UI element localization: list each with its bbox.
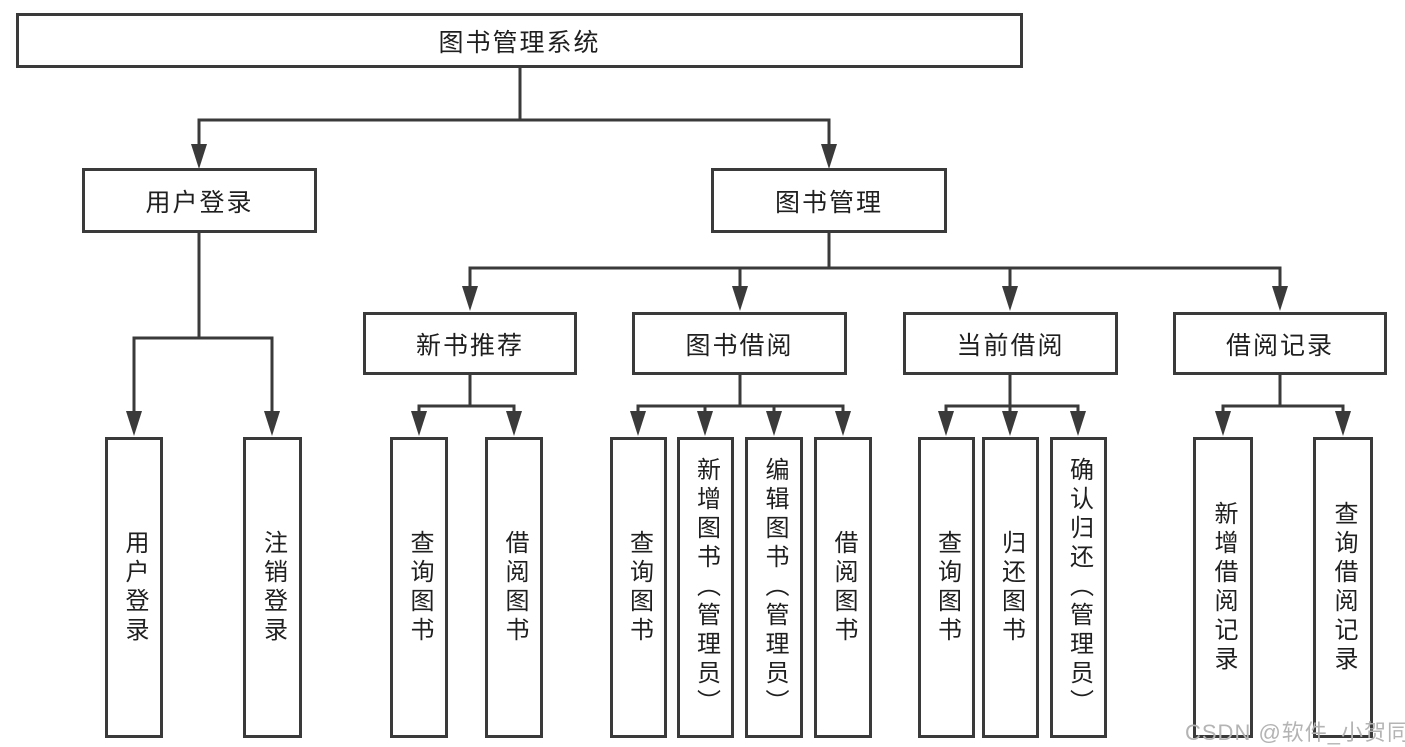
- leaf-add-books-admin: 新增图书（管理员）: [677, 437, 734, 738]
- leaf-query-borrow-record-label: 查询借阅记录: [1330, 500, 1357, 675]
- leaf-confirm-return-admin: 确认归还（管理员）: [1050, 437, 1107, 738]
- leaf-query-books-1: 查询图书: [390, 437, 448, 738]
- node-new-book-recommend: 新书推荐: [363, 312, 577, 375]
- leaf-user-login: 用户登录: [105, 437, 163, 738]
- leaf-user-login-label: 用户登录: [121, 529, 148, 646]
- node-book-borrow-label: 图书借阅: [685, 331, 794, 360]
- leaf-logout: 注销登录: [243, 437, 302, 738]
- leaf-add-borrow-record: 新增借阅记录: [1193, 437, 1253, 738]
- node-book-borrow: 图书借阅: [632, 312, 847, 375]
- leaf-query-books-3-label: 查询图书: [933, 529, 961, 646]
- node-root-system: 图书管理系统: [16, 13, 1023, 68]
- leaf-edit-books-admin-label: 编辑图书（管理员）: [761, 457, 788, 718]
- leaf-logout-label: 注销登录: [259, 529, 287, 646]
- node-current-borrow: 当前借阅: [903, 312, 1118, 375]
- node-borrow-records-label: 借阅记录: [1225, 331, 1334, 360]
- node-borrow-records: 借阅记录: [1173, 312, 1387, 375]
- leaf-borrow-books-2: 借阅图书: [814, 437, 872, 738]
- leaf-query-books-3: 查询图书: [918, 437, 975, 738]
- leaf-query-borrow-record: 查询借阅记录: [1313, 437, 1373, 738]
- node-user-login: 用户登录: [82, 168, 317, 233]
- node-user-login-label: 用户登录: [145, 188, 254, 217]
- leaf-query-books-1-label: 查询图书: [406, 529, 433, 646]
- leaf-confirm-return-admin-label: 确认归还（管理员）: [1065, 457, 1093, 718]
- node-new-book-recommend-label: 新书推荐: [415, 331, 524, 360]
- leaf-borrow-books-2-label: 借阅图书: [830, 529, 857, 646]
- leaf-borrow-books-1-label: 借阅图书: [501, 529, 528, 646]
- node-root-system-label: 图书管理系统: [438, 28, 601, 57]
- node-book-management-label: 图书管理: [774, 188, 883, 217]
- leaf-edit-books-admin: 编辑图书（管理员）: [745, 437, 803, 738]
- leaf-add-borrow-record-label: 新增借阅记录: [1210, 500, 1237, 675]
- leaf-return-books-label: 归还图书: [997, 529, 1025, 646]
- leaf-return-books: 归还图书: [982, 437, 1039, 738]
- leaf-query-books-2-label: 查询图书: [625, 529, 653, 646]
- leaf-borrow-books-1: 借阅图书: [485, 437, 543, 738]
- node-book-management: 图书管理: [711, 168, 947, 233]
- leaf-query-books-2: 查询图书: [610, 437, 667, 738]
- node-current-borrow-label: 当前借阅: [956, 331, 1065, 360]
- leaf-add-books-admin-label: 新增图书（管理员）: [692, 457, 720, 718]
